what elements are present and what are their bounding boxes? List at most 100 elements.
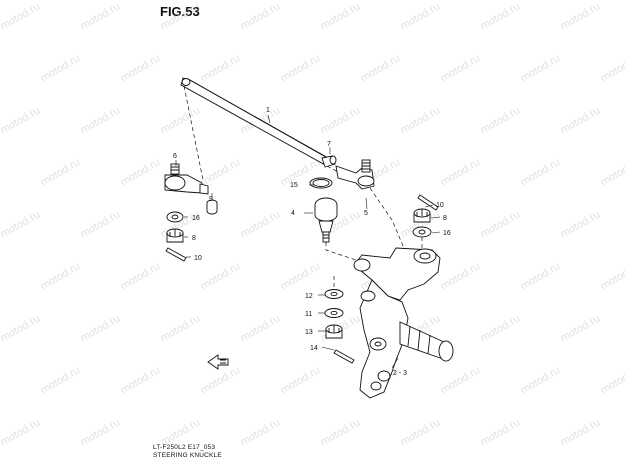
ball-joint	[314, 197, 338, 243]
cotter-pin-left	[165, 247, 187, 262]
part-label-14: 14	[310, 345, 318, 352]
watermark-text: motod.ru	[399, 0, 443, 32]
watermark-text: motod.ru	[439, 52, 483, 84]
watermark-text: motod.ru	[479, 312, 523, 344]
part-label-8-left: 8	[192, 235, 196, 242]
part-label-5: 5	[364, 210, 368, 217]
watermark-text: motod.ru	[239, 416, 283, 448]
watermark-text: motod.ru	[559, 312, 603, 344]
watermark-text: motod.ru	[159, 312, 203, 344]
snap-ring	[309, 177, 333, 189]
tie-rod	[180, 77, 332, 167]
tie-rod-collar	[206, 199, 218, 215]
watermark-text: motod.ru	[79, 416, 123, 448]
watermark-text: motod.ru	[39, 156, 83, 188]
washer-middle	[324, 308, 344, 318]
watermark-text: motod.ru	[599, 364, 625, 396]
washer-upper	[324, 289, 344, 299]
watermark-text: motod.ru	[119, 364, 163, 396]
figure-title: FIG.53	[160, 4, 200, 19]
watermark-text: motod.ru	[559, 208, 603, 240]
part-label-4: 4	[291, 210, 295, 217]
watermark-text: motod.ru	[479, 208, 523, 240]
washer-left	[166, 211, 184, 223]
watermark-text: motod.ru	[479, 0, 523, 32]
watermark-text: motod.ru	[0, 416, 42, 448]
part-label-9: 9	[209, 196, 213, 203]
drawing-code: LT-F250L2 E17_053	[153, 444, 216, 451]
part-label-1: 1	[266, 107, 270, 114]
watermark-text: motod.ru	[119, 260, 163, 292]
watermark-text: motod.ru	[279, 156, 323, 188]
watermark-text: motod.ru	[599, 156, 625, 188]
watermark-text: motod.ru	[159, 0, 203, 32]
watermark-text: motod.ru	[279, 52, 323, 84]
part-label-7: 7	[327, 141, 331, 148]
part-number-labels: 1 7 6 15 4 5 9 16 8 10 10 8 16 12 11 13 …	[173, 107, 451, 377]
watermark-text: motod.ru	[199, 52, 243, 84]
watermark-text: motod.ru	[0, 208, 42, 240]
watermark-text: motod.ru	[119, 52, 163, 84]
part-label-10-right: 10	[436, 202, 444, 209]
part-label-2-3: 2 - 3	[393, 370, 407, 377]
castle-nut-right	[413, 208, 431, 223]
watermark-text: motod.ru	[0, 312, 42, 344]
cotter-pin-right	[417, 194, 439, 211]
watermark-text: motod.ru	[39, 364, 83, 396]
watermark-text: motod.ru	[39, 260, 83, 292]
watermark-text: motod.ru	[239, 208, 283, 240]
castle-nut-lower	[325, 324, 343, 339]
watermark-text: motod.ru	[79, 0, 123, 32]
cotter-pin-lower	[333, 349, 355, 364]
castle-nut-left	[166, 228, 184, 243]
watermark-text: motod.ru	[279, 364, 323, 396]
watermark-text: motod.ru	[559, 0, 603, 32]
part-label-16-right: 16	[443, 230, 451, 237]
watermark-text: motod.ru	[599, 52, 625, 84]
watermark-text: motod.ru	[0, 104, 42, 136]
watermark-text: motod.ru	[519, 52, 563, 84]
washer-right	[412, 226, 432, 238]
drawing-caption: STEERING KNUCKLE	[153, 452, 222, 459]
watermark-text: motod.ru	[0, 0, 42, 32]
tie-rod-end-right	[335, 159, 375, 190]
front-direction-arrow-icon	[207, 354, 229, 370]
watermark-text: motod.ru	[199, 364, 243, 396]
watermark-text: motod.ru	[599, 260, 625, 292]
watermark-text: motod.ru	[79, 104, 123, 136]
steering-knuckle	[353, 247, 454, 399]
part-label-15: 15	[290, 182, 298, 189]
watermark-text: motod.ru	[39, 52, 83, 84]
watermark-text: motod.ru	[559, 104, 603, 136]
watermark-text: motod.ru	[359, 52, 403, 84]
watermark-text: motod.ru	[119, 156, 163, 188]
part-label-16-left: 16	[192, 215, 200, 222]
watermark-text: motod.ru	[519, 260, 563, 292]
part-label-13: 13	[305, 329, 313, 336]
watermark-text: motod.ru	[319, 0, 363, 32]
lock-nut	[321, 155, 337, 168]
part-label-12: 12	[305, 293, 313, 300]
watermark-text: motod.ru	[439, 260, 483, 292]
tie-rod-end-left	[164, 163, 209, 195]
watermark-text: motod.ru	[479, 416, 523, 448]
watermark-text: motod.ru	[239, 0, 283, 32]
callout-leaders	[175, 114, 441, 369]
part-label-6: 6	[173, 153, 177, 160]
watermark-text: motod.ru	[439, 156, 483, 188]
watermark-text: motod.ru	[479, 104, 523, 136]
watermark-text: motod.ru	[559, 416, 603, 448]
watermark-text: motod.ru	[159, 104, 203, 136]
watermark-text: motod.ru	[79, 208, 123, 240]
watermark-text: motod.ru	[279, 260, 323, 292]
watermark-text: motod.ru	[199, 260, 243, 292]
watermark-text: motod.ru	[239, 312, 283, 344]
watermark-text: motod.ru	[399, 416, 443, 448]
watermark-text: motod.ru	[319, 416, 363, 448]
watermark-text: motod.ru	[79, 312, 123, 344]
watermark-text: motod.ru	[399, 104, 443, 136]
watermark-text: motod.ru	[519, 364, 563, 396]
watermark-text: motod.ru	[199, 156, 243, 188]
